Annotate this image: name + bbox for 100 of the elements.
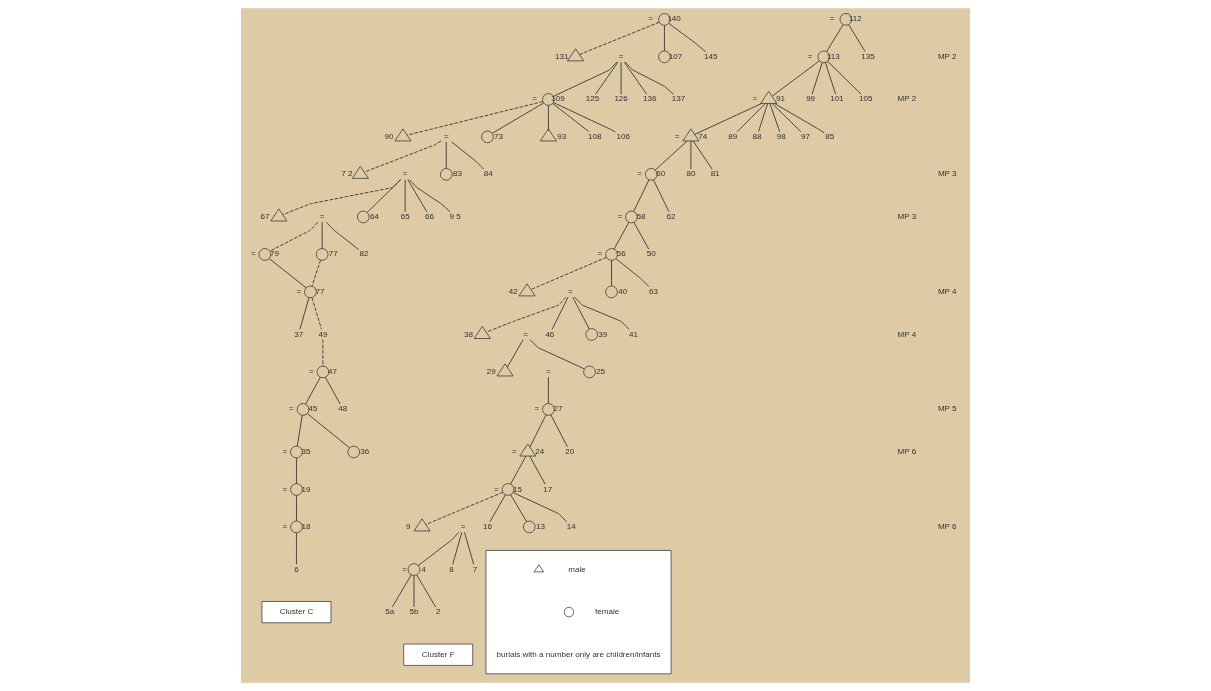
connector bbox=[416, 574, 437, 608]
node-label: = bbox=[597, 249, 603, 259]
node-label: = bbox=[308, 367, 314, 376]
node-triangle bbox=[270, 208, 288, 222]
node-text: 82 bbox=[359, 249, 369, 259]
node-text: 17 bbox=[543, 484, 553, 494]
node-text: 63 bbox=[648, 286, 658, 296]
node-text: = bbox=[402, 169, 408, 179]
node-label: 107 bbox=[668, 51, 683, 61]
node-text: 105 bbox=[858, 94, 873, 104]
connector bbox=[406, 101, 544, 136]
node-text: 5b bbox=[409, 607, 419, 617]
node-label: 67 bbox=[260, 212, 270, 222]
node-text: 108 bbox=[587, 131, 602, 141]
node-triangle bbox=[682, 128, 700, 142]
node-text: 135 bbox=[861, 51, 875, 61]
node-label: 77 bbox=[328, 249, 338, 259]
node-label: 38 bbox=[463, 329, 473, 339]
node-label: = bbox=[617, 212, 623, 222]
node-text: 136 bbox=[643, 94, 657, 104]
node-circle bbox=[440, 168, 453, 181]
node-text: 6 bbox=[294, 564, 299, 574]
node-circle bbox=[258, 248, 272, 261]
label: MP 5 bbox=[937, 404, 957, 414]
connector bbox=[306, 413, 350, 449]
node-text: 89 bbox=[728, 131, 738, 141]
node-label: 73 bbox=[494, 131, 504, 141]
node-circle bbox=[605, 285, 618, 299]
node-text: 137 bbox=[671, 94, 686, 104]
connector bbox=[653, 179, 670, 213]
node-text: = bbox=[523, 329, 528, 339]
node-label: 4 bbox=[421, 564, 426, 574]
node-triangle bbox=[567, 48, 584, 62]
connector bbox=[512, 492, 568, 523]
node-circle bbox=[347, 445, 360, 459]
connector bbox=[413, 575, 415, 608]
connector bbox=[269, 221, 319, 252]
connector bbox=[611, 260, 612, 287]
node-text: 9 5 bbox=[449, 212, 461, 222]
node-circle bbox=[296, 403, 310, 416]
connector bbox=[553, 61, 618, 97]
node-label: 113 bbox=[826, 51, 840, 61]
legend-label: male bbox=[568, 564, 586, 574]
node-circle bbox=[357, 210, 370, 224]
node-label: = bbox=[674, 131, 680, 141]
connector bbox=[268, 258, 307, 289]
connector bbox=[529, 414, 547, 448]
label: MP 4 bbox=[937, 286, 957, 296]
connector bbox=[825, 62, 837, 95]
connector bbox=[296, 495, 297, 522]
node-label: = bbox=[289, 404, 294, 414]
node-label: 18 bbox=[301, 521, 311, 531]
node-label: 24 bbox=[535, 447, 545, 457]
connector bbox=[452, 531, 463, 565]
node-label: 140 bbox=[667, 14, 681, 24]
connector bbox=[736, 103, 766, 133]
connector bbox=[547, 376, 549, 404]
node-label: = bbox=[296, 286, 302, 296]
node-label: 64 bbox=[369, 212, 379, 222]
node-text: 126 bbox=[614, 94, 628, 104]
node-triangle bbox=[539, 128, 557, 142]
connector bbox=[305, 376, 321, 405]
node-label: 131 bbox=[555, 51, 569, 61]
node-label: 109 bbox=[551, 94, 565, 104]
node-label: 42 bbox=[508, 286, 518, 296]
connector bbox=[664, 25, 665, 52]
node-triangle bbox=[760, 91, 778, 104]
node-triangle bbox=[351, 165, 369, 179]
connector bbox=[464, 531, 475, 565]
node-label: 56 bbox=[616, 249, 626, 259]
node-label: = bbox=[282, 521, 288, 531]
node-label: 58 bbox=[636, 212, 646, 222]
node-text: 16 bbox=[482, 521, 492, 531]
connector bbox=[550, 414, 568, 448]
connector bbox=[296, 457, 297, 484]
node-circle bbox=[645, 168, 658, 181]
connector bbox=[485, 296, 567, 333]
connector bbox=[510, 455, 527, 485]
node-label: 15 bbox=[513, 484, 523, 494]
node-text: 101 bbox=[830, 94, 844, 104]
node-label: 39 bbox=[598, 329, 608, 339]
connector bbox=[311, 259, 321, 287]
node-text: = bbox=[319, 212, 325, 222]
label: MP 4 bbox=[897, 329, 917, 339]
node-label: 35 bbox=[301, 447, 311, 457]
node-triangle bbox=[394, 128, 412, 142]
connector bbox=[633, 179, 650, 212]
connector bbox=[771, 103, 802, 133]
connector bbox=[827, 60, 862, 95]
node-triangle bbox=[519, 443, 537, 457]
node-circle bbox=[290, 483, 303, 496]
node-label: = bbox=[829, 14, 835, 24]
node-label: 60 bbox=[656, 169, 666, 179]
connector bbox=[624, 61, 674, 95]
connector bbox=[552, 103, 590, 133]
node-text: 62 bbox=[666, 212, 676, 222]
connector bbox=[574, 296, 630, 330]
node-label: = bbox=[534, 404, 540, 414]
node-label: 45 bbox=[308, 404, 318, 414]
connector bbox=[311, 297, 322, 330]
